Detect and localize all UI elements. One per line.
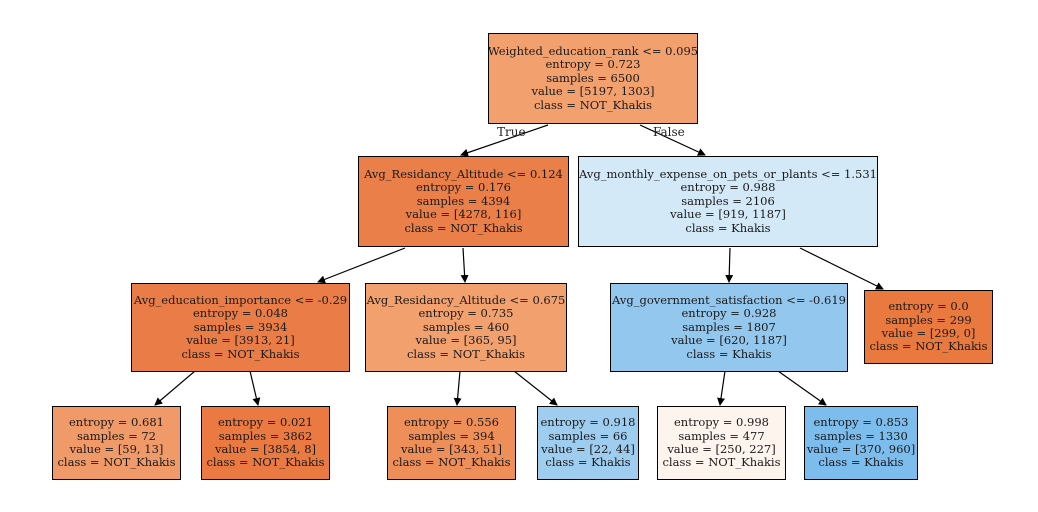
tree-node-n7: entropy = 0.681 samples = 72 value = [59… <box>52 406 181 480</box>
node-split: Avg_Residancy_Altitude <= 0.675 <box>366 292 566 307</box>
node-class: class = NOT_Khakis <box>662 455 781 470</box>
node-entropy: entropy = 0.988 <box>680 180 776 195</box>
node-value: value = [3854, 8] <box>214 442 317 456</box>
node-class: class = NOT_Khakis <box>57 455 176 470</box>
tree-node-n2: Avg_monthly_expense_on_pets_or_plants <=… <box>578 156 878 247</box>
node-class: class = NOT_Khakis <box>404 220 523 235</box>
node-samples: samples = 4394 <box>416 193 511 208</box>
edge-n3-n8 <box>249 370 261 406</box>
tree-node-n4: Avg_Residancy_Altitude <= 0.675 entropy … <box>365 283 567 372</box>
node-samples: samples = 299 <box>885 312 972 327</box>
node-split: Avg_education_importance <= -0.29 <box>133 292 348 307</box>
node-samples: samples = 477 <box>678 428 765 443</box>
tree-node-n5: Avg_government_satisfaction <= -0.619 en… <box>610 283 848 372</box>
node-value: value = [620, 1187] <box>671 333 787 348</box>
edge-n5-n11 <box>717 370 726 406</box>
node-samples: samples = 1807 <box>682 319 776 334</box>
node-split: Avg_Residancy_Altitude <= 0.124 <box>364 166 563 181</box>
tree-node-n10: entropy = 0.918 samples = 66 value = [22… <box>537 406 639 480</box>
node-entropy: entropy = 0.048 <box>193 306 288 321</box>
node-entropy: entropy = 0.556 <box>404 415 499 430</box>
node-class: class = NOT_Khakis <box>206 455 325 470</box>
tree-node-n8: entropy = 0.021 samples = 3862 value = [… <box>201 406 330 480</box>
node-class: class = Khakis <box>818 455 904 470</box>
edge-n4-n9 <box>453 370 462 406</box>
edge-n2-n6 <box>799 247 884 290</box>
node-class: class = NOT_Khakis <box>406 346 526 361</box>
node-class: class = NOT_Khakis <box>392 455 511 470</box>
node-entropy: entropy = 0.853 <box>813 415 909 430</box>
node-entropy: entropy = 0.176 <box>416 180 511 195</box>
node-samples: samples = 460 <box>422 319 510 334</box>
node-entropy: entropy = 0.681 <box>69 415 164 430</box>
node-entropy: entropy = 0.998 <box>674 415 769 430</box>
false-edge-label: False <box>653 125 685 139</box>
node-samples: samples = 6500 <box>546 70 640 85</box>
edge-n3-n7 <box>154 370 196 406</box>
node-entropy: entropy = 0.021 <box>218 415 313 430</box>
node-entropy: entropy = 0.0 <box>888 299 969 314</box>
node-entropy: entropy = 0.723 <box>545 57 641 72</box>
node-value: value = [4278, 116] <box>405 207 522 222</box>
tree-node-n12: entropy = 0.853 samples = 1330 value = [… <box>804 406 918 480</box>
node-class: class = NOT_Khakis <box>533 97 653 112</box>
node-value: value = [299, 0] <box>881 326 976 340</box>
node-class: class = NOT_Khakis <box>869 339 988 354</box>
node-value: value = [365, 95] <box>415 333 517 348</box>
edge-n5-n12 <box>777 370 827 406</box>
node-class: class = Khakis <box>545 455 631 470</box>
edge-n1-n4 <box>460 247 469 283</box>
node-value: value = [59, 13] <box>69 442 164 456</box>
node-value: value = [370, 960] <box>806 442 916 456</box>
node-split: Avg_monthly_expense_on_pets_or_plants <=… <box>579 166 877 181</box>
edge-root-n2 <box>639 124 706 156</box>
node-value: value = [343, 51] <box>400 442 503 456</box>
node-split: Avg_government_satisfaction <= -0.619 <box>612 292 846 307</box>
edge-n2-n5 <box>725 247 734 283</box>
node-samples: samples = 66 <box>548 428 628 443</box>
node-class: class = NOT_Khakis <box>181 346 300 361</box>
edge-root-n1 <box>460 124 549 157</box>
edge-n1-n3 <box>317 247 406 284</box>
node-samples: samples = 2106 <box>681 193 775 208</box>
node-entropy: entropy = 0.735 <box>418 306 514 321</box>
node-samples: samples = 3862 <box>218 428 313 443</box>
tree-node-root: Weighted_education_rank <= 0.095 entropy… <box>488 33 698 124</box>
node-entropy: entropy = 0.918 <box>540 415 636 430</box>
tree-node-n11: entropy = 0.998 samples = 477 value = [2… <box>657 406 786 480</box>
node-value: value = [22, 44] <box>541 442 635 456</box>
node-value: value = [5197, 1303] <box>531 84 655 99</box>
node-entropy: entropy = 0.928 <box>681 306 777 321</box>
node-value: value = [3913, 21] <box>186 333 295 348</box>
tree-node-n9: entropy = 0.556 samples = 394 value = [3… <box>387 406 516 480</box>
tree-node-n1: Avg_Residancy_Altitude <= 0.124 entropy … <box>358 156 569 247</box>
node-value: value = [919, 1187] <box>670 207 786 222</box>
node-class: class = Khakis <box>685 220 771 235</box>
tree-node-n6: entropy = 0.0 samples = 299 value = [299… <box>864 290 993 364</box>
tree-node-n3: Avg_education_importance <= -0.29 entrop… <box>131 283 350 372</box>
true-edge-label: True <box>497 125 526 139</box>
node-samples: samples = 394 <box>408 428 495 443</box>
node-samples: samples = 72 <box>77 428 156 443</box>
node-samples: samples = 1330 <box>814 428 908 443</box>
node-samples: samples = 3934 <box>193 319 288 334</box>
node-split: Weighted_education_rank <= 0.095 <box>487 43 699 58</box>
edge-n4-n10 <box>513 370 558 406</box>
node-value: value = [250, 227] <box>667 442 776 456</box>
node-class: class = Khakis <box>686 346 772 361</box>
